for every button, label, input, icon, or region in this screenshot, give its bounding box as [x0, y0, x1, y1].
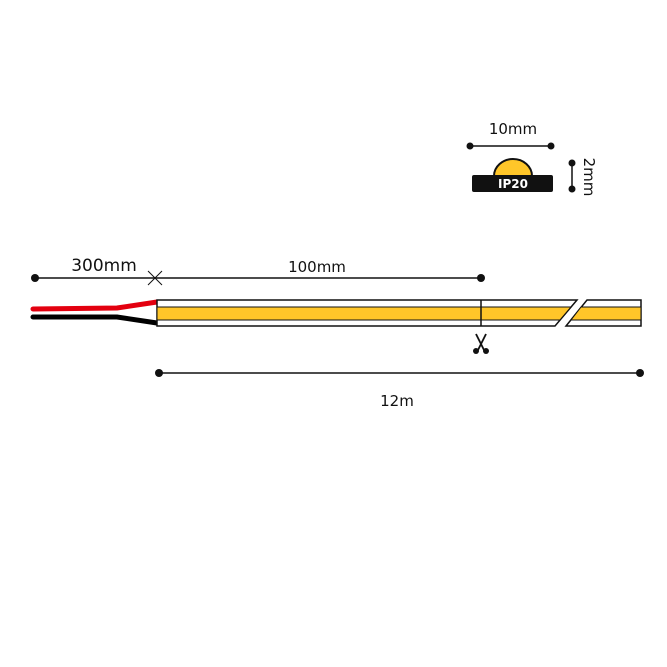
wires	[30, 299, 160, 326]
black-wire	[30, 314, 160, 326]
scissors-icon	[473, 333, 489, 354]
bottom-dimension: 12m	[155, 369, 644, 410]
lead-length-label: 300mm	[71, 256, 137, 276]
profile-base	[472, 175, 553, 192]
dimension-dot	[31, 274, 39, 282]
dimension-dot	[477, 274, 485, 282]
dimension-dot	[568, 185, 576, 193]
cross-mark-icon	[147, 270, 163, 286]
dimension-dot	[636, 369, 644, 377]
dimension-dot	[466, 142, 474, 150]
cross-section-profile: 10mm IP20 2mm	[466, 120, 598, 197]
dimension-dot	[568, 159, 576, 167]
cut-interval-label: 100mm	[288, 258, 346, 276]
led-band	[569, 306, 642, 321]
ip-rating-label: IP20	[498, 177, 528, 191]
led-band	[156, 306, 573, 321]
height-label: 2mm	[580, 158, 598, 197]
width-label: 10mm	[489, 120, 537, 138]
led-dome	[492, 158, 534, 177]
red-wire	[30, 299, 160, 312]
led-strip	[156, 299, 642, 354]
dimension-dot	[547, 142, 555, 150]
total-length-label: 12m	[380, 392, 414, 410]
top-dimensions: 300mm 100mm	[31, 256, 485, 286]
dimension-dot	[155, 369, 163, 377]
